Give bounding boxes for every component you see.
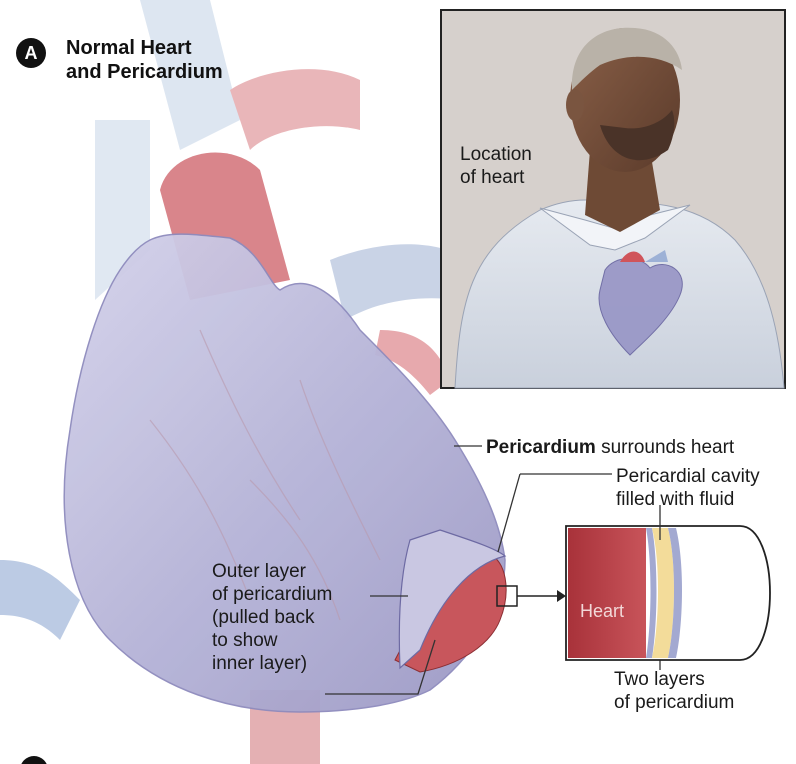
cavity-label-line1: Pericardial cavity (616, 465, 760, 488)
cavity-label-line2: filled with fluid (616, 488, 760, 511)
cross-section-box (566, 505, 770, 660)
pericardium-label-rest: surrounds heart (596, 437, 734, 458)
panel-title-line2: and Pericardium (66, 60, 223, 84)
cavity-label: Pericardial cavity filled with fluid (616, 465, 760, 511)
pericardium-label-bold: Pericardium (486, 437, 596, 458)
outer-layer-line3: (pulled back (212, 606, 332, 629)
heart-box-label: Heart (580, 601, 624, 622)
location-label-line1: Location (460, 143, 532, 166)
location-label: Location of heart (460, 143, 532, 189)
outer-layer-line5: inner layer) (212, 652, 332, 675)
outer-layer-line4: to show (212, 629, 332, 652)
outer-layer-line2: of pericardium (212, 583, 332, 606)
panel-badge: A (16, 38, 46, 68)
outer-layer-label: Outer layer of pericardium (pulled back … (212, 560, 332, 675)
panel-title-line1: Normal Heart (66, 36, 223, 60)
two-layers-label: Two layers of pericardium (614, 668, 734, 714)
two-layers-line1: Two layers (614, 668, 734, 691)
next-panel-badge (20, 756, 48, 764)
location-label-line2: of heart (460, 166, 532, 189)
two-layers-line2: of pericardium (614, 691, 734, 714)
pericardium-label: Pericardium surrounds heart (486, 436, 734, 459)
inset-location-panel (441, 10, 785, 388)
panel-title: Normal Heart and Pericardium (66, 36, 223, 84)
outer-layer-line1: Outer layer (212, 560, 332, 583)
